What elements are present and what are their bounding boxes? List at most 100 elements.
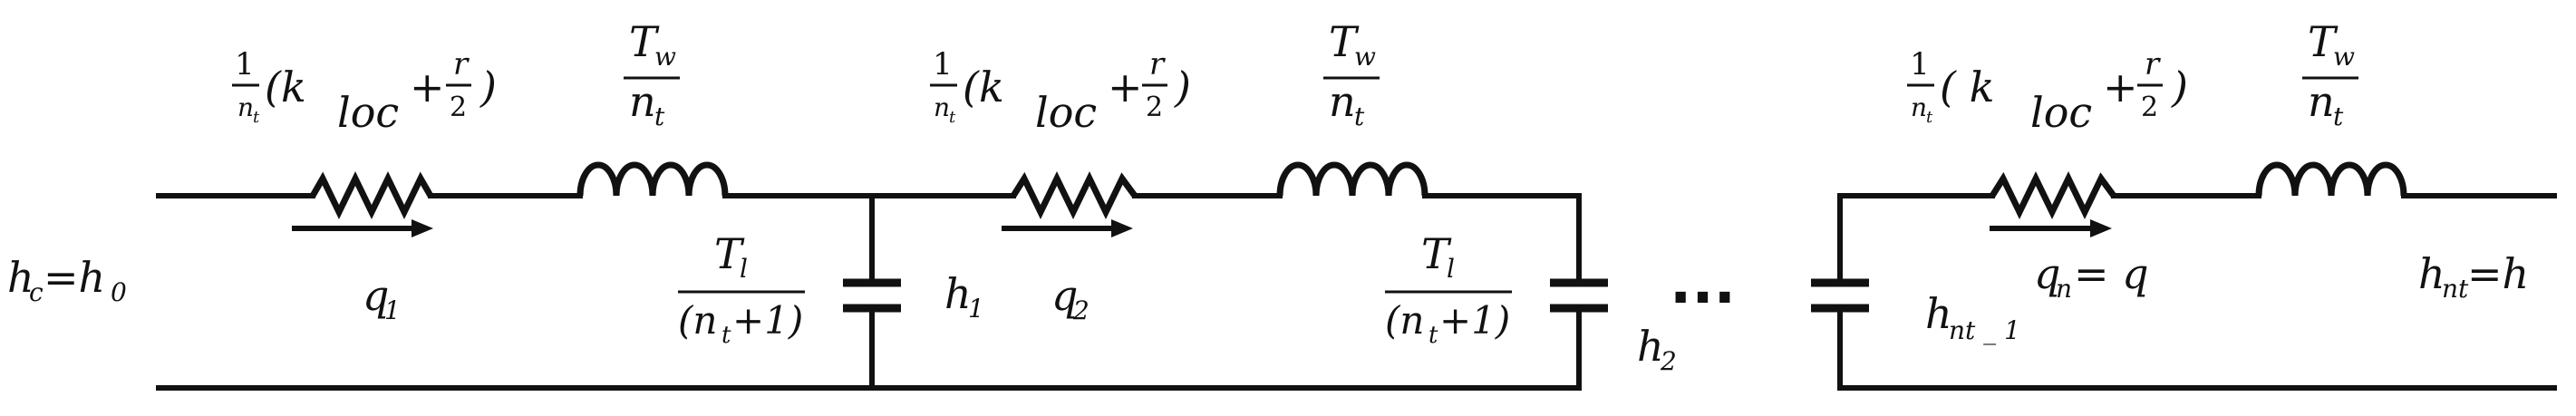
label-T: T (1329, 17, 1360, 66)
resistor-label-n: 1 n t ( k loc + r 2 ) (1907, 46, 2188, 137)
label-n: n (2308, 77, 2335, 126)
label-close-paren: ) (1174, 63, 1191, 111)
label-t-sub: t (949, 108, 956, 127)
inductor-label-n: T w n t (2302, 17, 2358, 131)
label-plus: + (1108, 63, 1143, 111)
label-loc: loc (337, 88, 399, 137)
label-t-sub: t (1428, 322, 1438, 349)
label-h1-sub: 1 (968, 294, 984, 324)
flow-label-q2: q 2 (1051, 271, 1089, 325)
resistor-label-2: 1 n t (k loc + r 2 ) (930, 46, 1191, 137)
inductor-1 (576, 161, 729, 197)
node-label-hc: h c =h 0 (7, 253, 127, 307)
label-r: r (453, 46, 470, 82)
label-T: T (629, 17, 660, 66)
label-eq-h: =h (44, 253, 105, 302)
inductors (576, 161, 2407, 197)
label-h: h (7, 253, 34, 302)
label-n: n (934, 92, 950, 122)
label-k: (k (265, 63, 306, 111)
label-r: r (1149, 46, 1166, 82)
arrow-q2 (1002, 219, 1133, 237)
label-loc: loc (1035, 88, 1097, 137)
label-eq-h: =h (2467, 249, 2529, 298)
label-h: h (1637, 322, 1664, 371)
label-plus: + (410, 63, 445, 111)
label-eq-q: = q (2074, 249, 2149, 298)
inductor-n (2255, 161, 2407, 197)
label-hnt-sub: nt (2442, 274, 2469, 304)
label-one: 1 (1910, 46, 1930, 82)
label-plus-1: +1) (1439, 298, 1510, 343)
flow-label-qn: q n = q (2034, 249, 2149, 304)
label-n-plus: (n (1385, 298, 1424, 343)
label-T: T (2308, 17, 2339, 66)
flow-label-q1: q 1 (363, 271, 401, 325)
label-n: n (1329, 77, 1356, 126)
arrow-qn (1990, 219, 2112, 237)
label-w-sub: w (654, 42, 676, 72)
label-q: q (1051, 271, 1078, 320)
label-zero-sub: 0 (111, 277, 127, 307)
wires (156, 193, 2557, 391)
label-q1-sub: 1 (384, 295, 401, 325)
inductor-label-2: T w n t (1323, 17, 1380, 131)
label-t-sub: t (721, 322, 731, 349)
capacitor-label-2: T l (n t +1) (1385, 229, 1512, 349)
inductor-2 (1276, 161, 1428, 197)
label-close-paren: ) (479, 63, 497, 111)
resistors (309, 170, 2116, 220)
label-k: (k (963, 63, 1004, 111)
label-two: 2 (2141, 92, 2158, 123)
label-h: h (944, 269, 972, 318)
label-h2-sub: 2 (1660, 346, 1677, 376)
label-T: T (1421, 229, 1452, 278)
label-plus: + (2103, 63, 2138, 111)
label-n: n (1911, 92, 1927, 122)
node-label-h1: h 1 (944, 269, 984, 324)
label-r: r (2145, 46, 2161, 82)
label-qn-sub: n (2056, 274, 2072, 304)
node-label-hnt-1: h nt _ 1 (1925, 289, 2020, 345)
label-two: 2 (1146, 92, 1163, 123)
label-q: q (363, 271, 389, 320)
label-q2-sub: 2 (1072, 295, 1089, 325)
ellipsis: ... (1670, 250, 1736, 317)
label-k: ( k (1940, 63, 1994, 111)
label-t-sub: t (1926, 108, 1933, 127)
label-loc: loc (2030, 88, 2092, 137)
label-h: h (1925, 289, 1952, 338)
label-w-sub: w (1354, 42, 1376, 72)
node-label-h2: h 2 (1637, 322, 1677, 376)
node-label-hnt: h nt =h (2418, 249, 2529, 304)
label-t-sub: t (253, 108, 260, 127)
label-n-plus: (n (678, 298, 717, 343)
capacitor-label-1: T l (n t +1) (678, 229, 805, 349)
capacitors (843, 278, 1869, 313)
resistor-n (1990, 170, 2116, 220)
label-l-sub: l (740, 254, 748, 284)
label-t-sub: t (654, 102, 665, 131)
label-hnt1-sub: nt _ 1 (1949, 315, 2020, 345)
label-two: 2 (450, 92, 467, 123)
label-h: h (2418, 249, 2445, 298)
label-n: n (237, 92, 254, 122)
arrow-q1 (292, 219, 433, 237)
label-one: 1 (235, 46, 255, 82)
label-t-sub: t (1354, 102, 1365, 131)
label-w-sub: w (2333, 42, 2355, 72)
label-t-sub: t (2333, 102, 2344, 131)
label-l-sub: l (1447, 254, 1455, 284)
label-q: q (2034, 249, 2060, 298)
resistor-1 (309, 170, 434, 220)
label-plus-1: +1) (732, 298, 803, 343)
label-n: n (629, 77, 656, 126)
label-one: 1 (933, 46, 953, 82)
label-T: T (714, 229, 745, 278)
label-close-paren: ) (2171, 63, 2188, 111)
label-c-sub: c (29, 277, 44, 307)
resistor-2 (1011, 170, 1138, 220)
resistor-label-1: 1 n t (k loc + r 2 ) (232, 46, 497, 137)
inductor-label-1: T w n t (624, 17, 680, 131)
